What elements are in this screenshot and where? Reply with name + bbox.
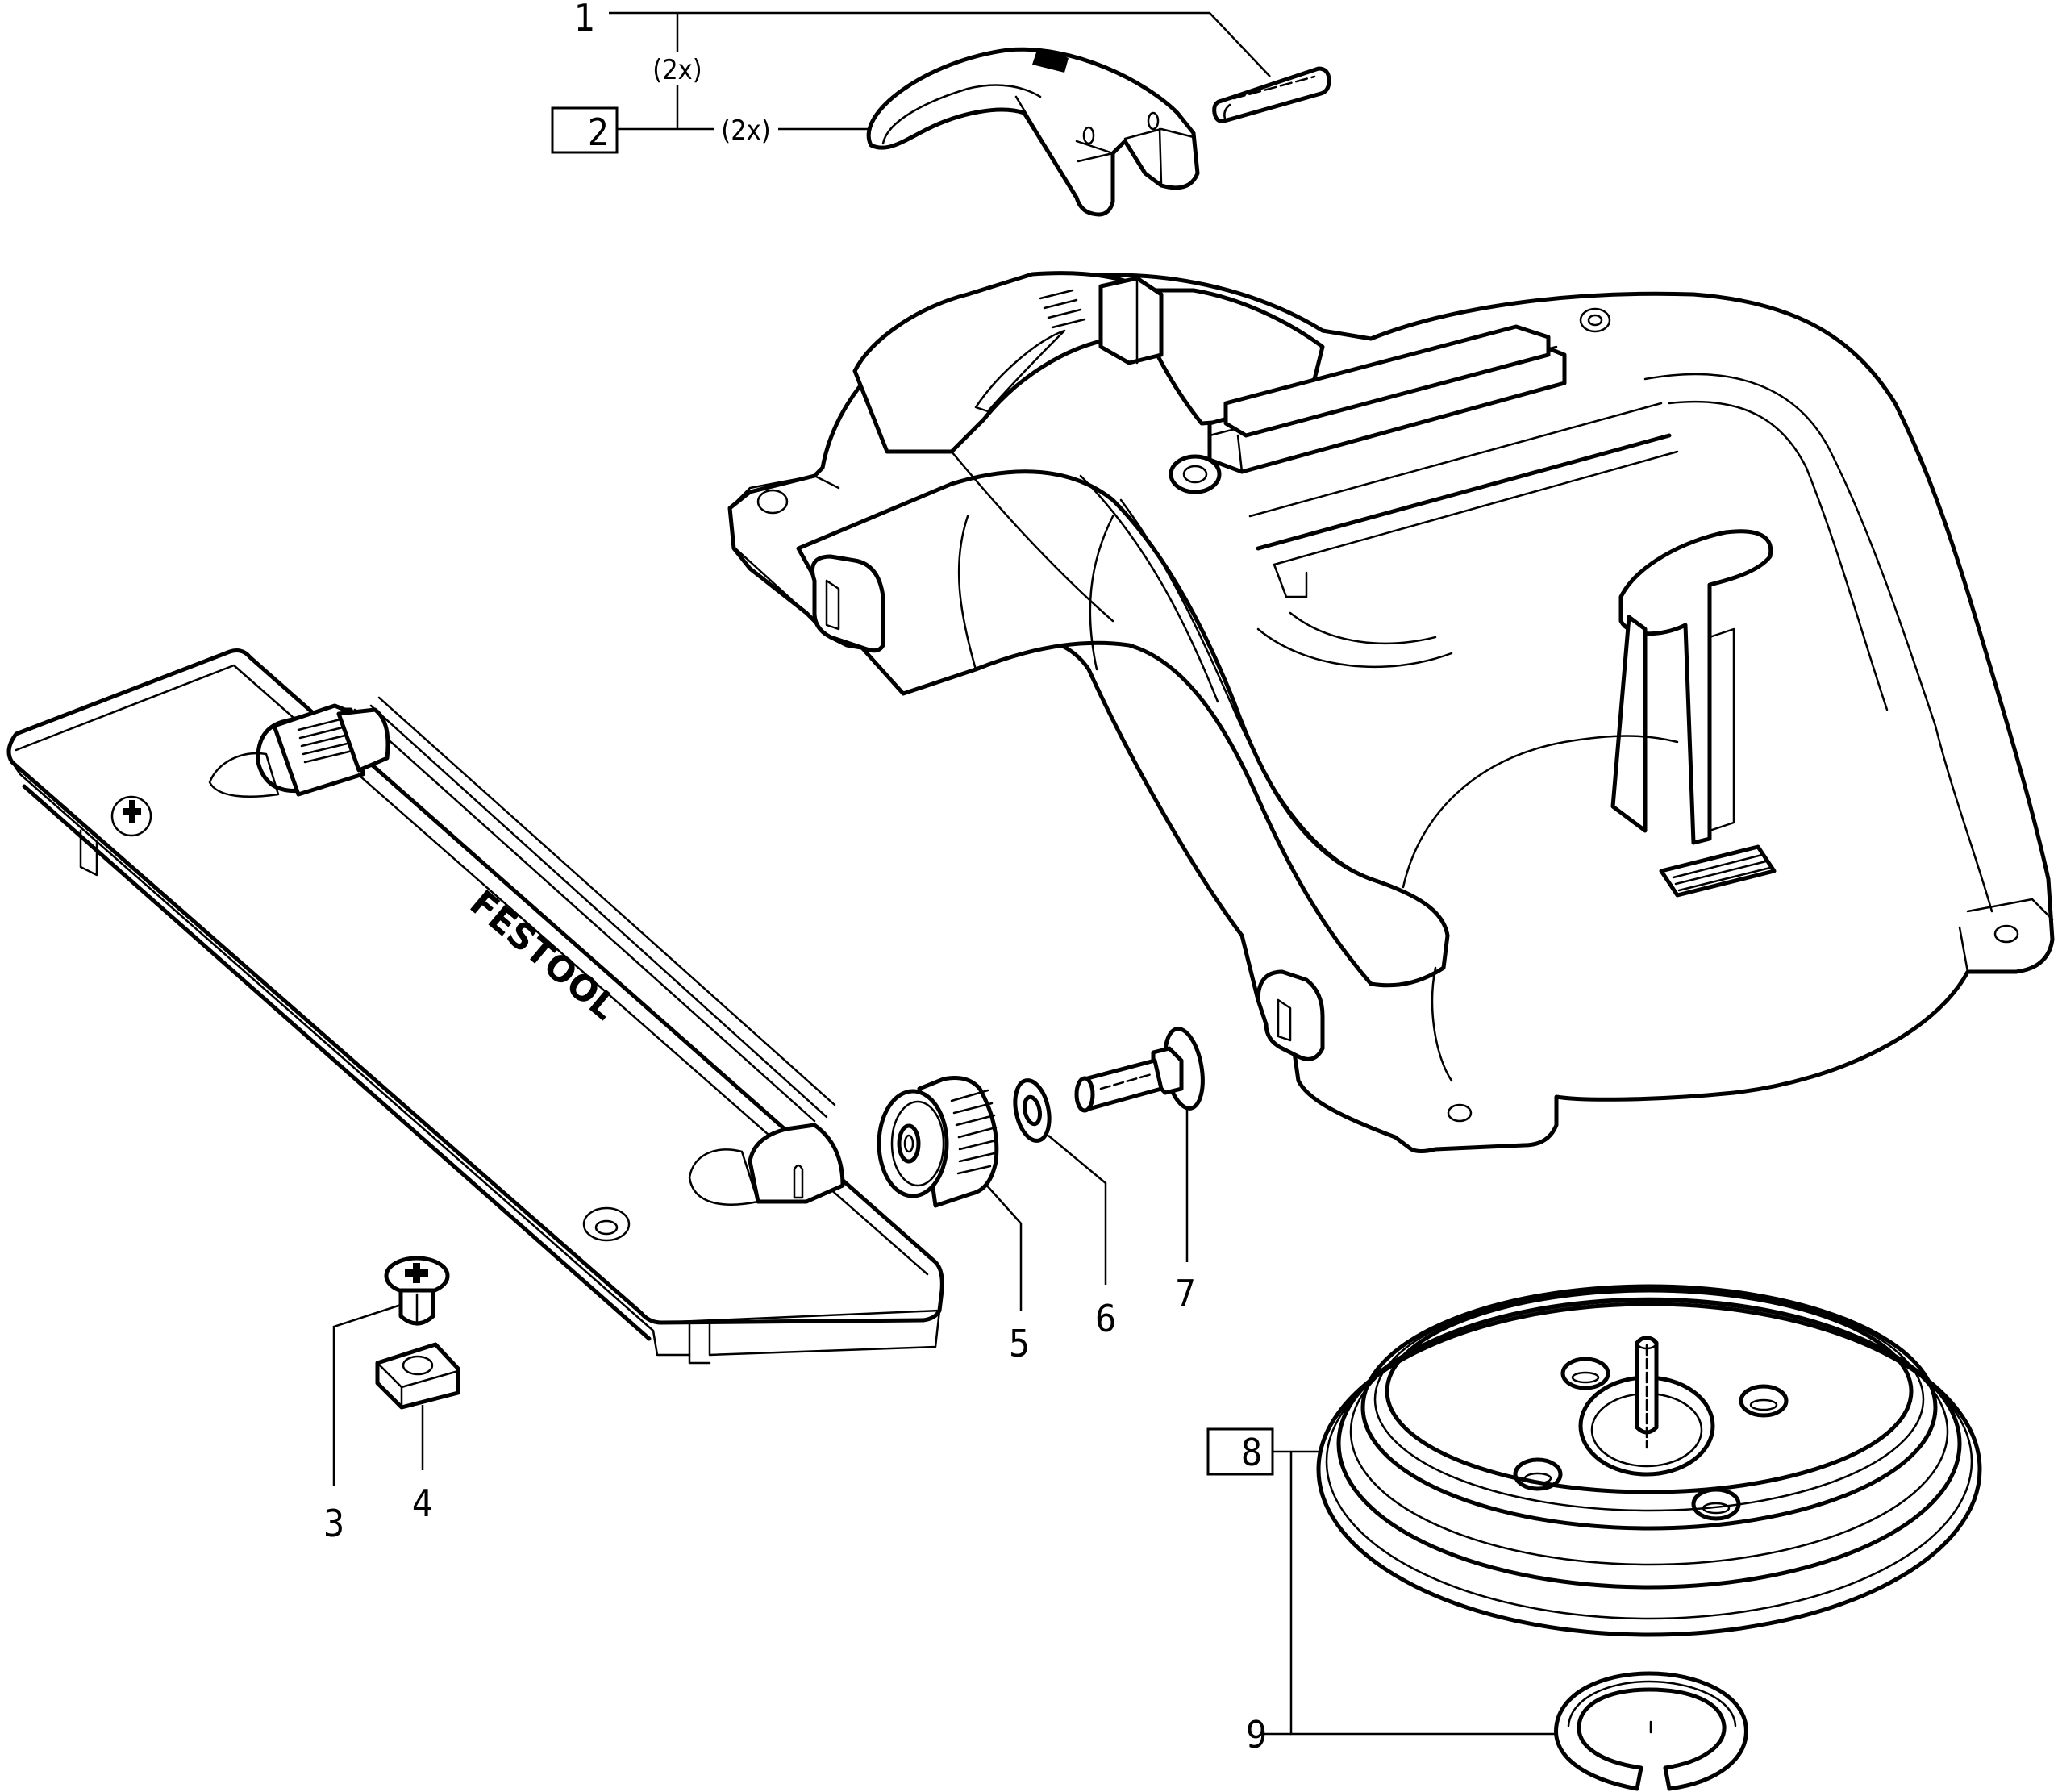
part-6-washer[interactable] bbox=[1010, 1077, 1055, 1144]
label-box-part-8 bbox=[1206, 1427, 1274, 1476]
label-part-1[interactable]: 1 bbox=[574, 0, 595, 40]
label-box-part-2 bbox=[551, 106, 619, 154]
part-3-screw[interactable] bbox=[384, 1256, 450, 1326]
label-part-6[interactable]: 6 bbox=[1095, 1297, 1116, 1340]
label-part-3[interactable]: 3 bbox=[323, 1502, 344, 1545]
label-part-5[interactable]: 5 bbox=[1009, 1322, 1030, 1365]
label-part-2[interactable]: 2 bbox=[588, 110, 609, 154]
label-part-8[interactable]: 8 bbox=[1241, 1431, 1262, 1474]
label-part-7[interactable]: 7 bbox=[1175, 1272, 1196, 1315]
part-9-retaining-ring[interactable] bbox=[1554, 1671, 1748, 1791]
label-part-1-quantity: (2x) bbox=[652, 54, 702, 86]
label-part-2-quantity: (2x) bbox=[721, 115, 770, 147]
part-labels: 1 (2x) 2 (2x) 3 4 5 6 7 8 9 bbox=[323, 0, 1274, 1757]
label-part-4[interactable]: 4 bbox=[412, 1482, 433, 1525]
part-5-knurled-knob[interactable] bbox=[877, 1076, 999, 1208]
part-1-pin[interactable] bbox=[1212, 66, 1331, 123]
guide-rail-plate[interactable]: FESTOOL bbox=[6, 648, 944, 1365]
part-7-carriage-bolt[interactable] bbox=[1074, 1026, 1208, 1113]
part-4-square-nut[interactable] bbox=[375, 1342, 460, 1410]
part-8-turntable[interactable] bbox=[1316, 1284, 1982, 1637]
main-housing[interactable] bbox=[727, 271, 2055, 1153]
part-2-guide-clip[interactable] bbox=[866, 47, 1200, 217]
label-part-9[interactable]: 9 bbox=[1246, 1713, 1267, 1757]
